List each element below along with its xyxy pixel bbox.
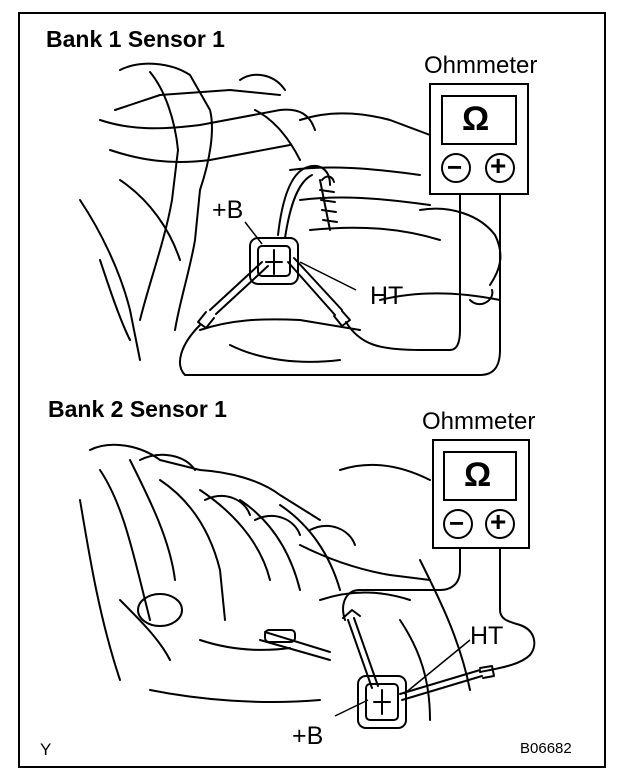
- bank2-negative-terminal: −: [449, 508, 465, 538]
- bank2-ohmmeter-label: Ohmmeter: [422, 408, 536, 435]
- bank1-leader-lines: [244, 221, 357, 291]
- corner-mark: Y: [40, 740, 52, 759]
- bank1-negative-terminal: −: [447, 152, 463, 182]
- figure-code: B06682: [520, 740, 572, 757]
- bank1-ohmmeter-body: [429, 83, 529, 195]
- bank2-ohm-symbol: Ω: [464, 456, 492, 494]
- bank2-engine-sketch: [79, 443, 536, 729]
- bank2-ohmmeter-body: [432, 439, 530, 549]
- bank1-plus-b-label: +B: [212, 196, 244, 224]
- bank1-positive-terminal: +: [490, 150, 507, 181]
- bank1-ht-label: HT: [370, 282, 404, 310]
- bank1-ohm-symbol: Ω: [462, 100, 490, 138]
- bank2-leader-lines: [334, 639, 471, 717]
- bank1-ohmmeter-label: Ohmmeter: [424, 52, 538, 79]
- bank2-title: Bank 2 Sensor 1: [48, 396, 227, 422]
- bank2-plus-b-label: +B: [292, 722, 324, 750]
- bank2-ht-label: HT: [470, 622, 504, 650]
- bank1-engine-sketch: [79, 62, 502, 376]
- figure-frame: [18, 12, 606, 768]
- bank2-positive-terminal: +: [490, 506, 507, 537]
- bank1-title: Bank 1 Sensor 1: [46, 26, 225, 52]
